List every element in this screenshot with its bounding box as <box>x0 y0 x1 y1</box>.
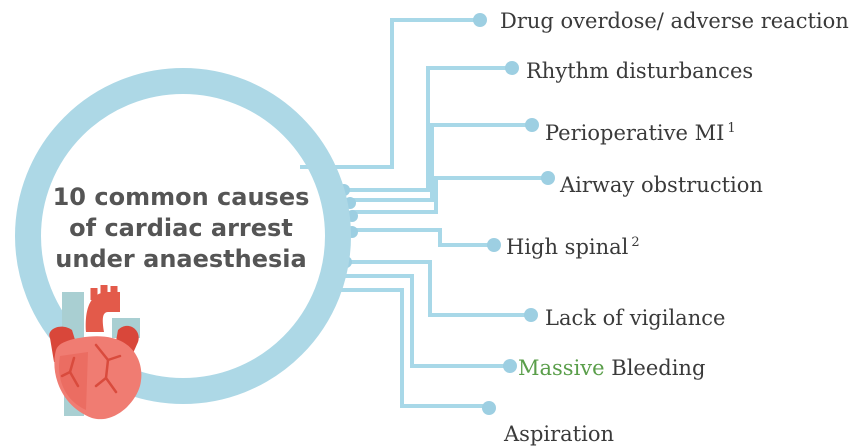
dot-high-spinal <box>487 238 501 252</box>
dot-massive-bleeding <box>503 359 517 373</box>
dot-mi <box>525 118 539 132</box>
connector-aspiration <box>318 290 488 406</box>
title-line-2: of cardiac arrest <box>26 213 336 244</box>
footnote-ref-1: 1 <box>727 121 735 136</box>
dot-drug-overdose <box>473 13 487 27</box>
cause-lack-of-vigilance: Lack of vigilance <box>545 306 725 330</box>
title-line-3: under anaesthesia <box>26 244 336 275</box>
cause-massive-bleeding: Massive Bleeding <box>518 356 705 380</box>
footnote-ref-2: 2 <box>631 235 639 250</box>
dot-rhythm <box>505 61 519 75</box>
title-line-1: 10 common causes <box>26 182 336 213</box>
cause-drug-overdose: Drug overdose/ adverse reaction <box>500 9 849 33</box>
dot-aspiration <box>482 401 496 415</box>
dot-airway <box>541 171 555 185</box>
cause-aspiration: Aspiration <box>504 422 614 446</box>
cause-airway-obstruction: Airway obstruction <box>560 173 763 197</box>
connector-airway <box>352 178 546 212</box>
connector-rhythm <box>338 68 510 190</box>
highlight-massive: Massive <box>518 356 605 380</box>
diagram-title: 10 common causes of cardiac arrest under… <box>26 182 336 275</box>
dot-lack-vigilance <box>524 308 538 322</box>
cause-rhythm-disturbances: Rhythm disturbances <box>526 59 753 83</box>
heart-icon <box>49 285 141 419</box>
connector-drug-overdose <box>300 20 478 167</box>
connector-high-spinal <box>354 230 492 245</box>
